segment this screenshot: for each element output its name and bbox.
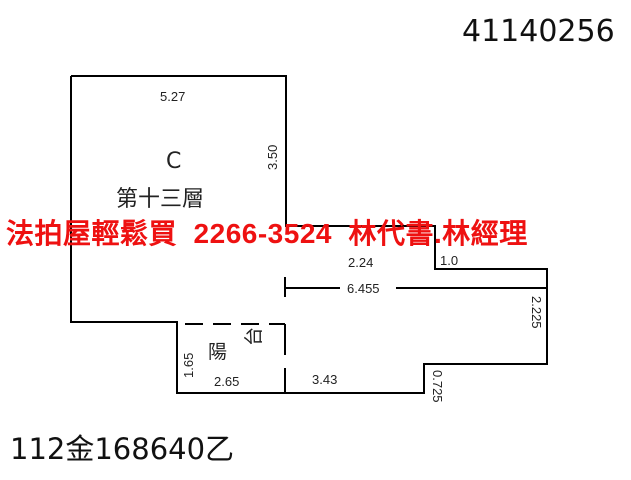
dim-balcony-height: 1.65	[181, 353, 196, 378]
document-number: 41140256	[462, 14, 615, 49]
unit-label: C	[166, 149, 181, 174]
dim-inner-width: 6.455	[347, 281, 380, 296]
watermark-text: 法拍屋輕鬆買 2266-3524 林代書.林經理	[6, 218, 528, 249]
parcel-number: 112金168640乙	[10, 432, 235, 466]
plan-outline	[70, 75, 548, 394]
dim-step-height: 1.0	[440, 253, 458, 268]
balcony-label: 陽	[208, 341, 227, 363]
dim-right-upper: 3.50	[265, 145, 280, 170]
floor-label: 第十三層	[116, 187, 204, 212]
dim-bottom-step: 0.725	[430, 370, 445, 403]
balcony-label: 台	[243, 327, 265, 346]
dim-right-lower: 2.225	[529, 296, 544, 329]
dim-top: 5.27	[160, 89, 185, 104]
dim-balcony-width: 2.65	[214, 374, 239, 389]
dim-bottom: 3.43	[312, 372, 337, 387]
dim-step-width: 2.24	[348, 255, 373, 270]
